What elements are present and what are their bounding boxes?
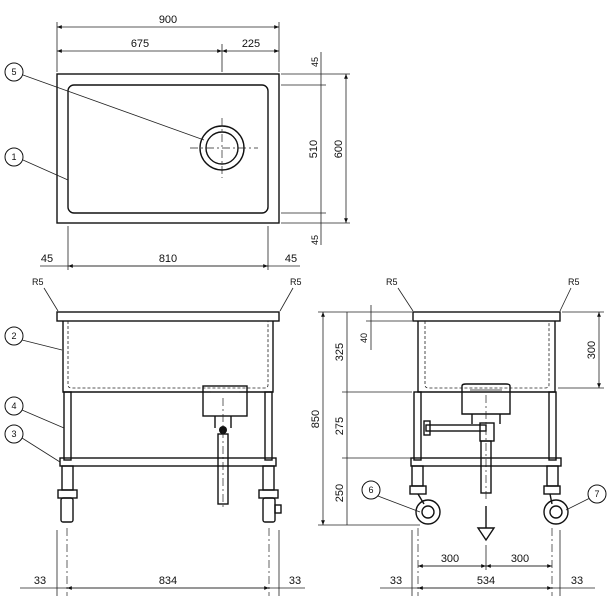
- side-dim-bowl-depth: 300: [586, 341, 598, 359]
- dim-rim-right: 45: [285, 253, 297, 265]
- balloon-brace: 3: [11, 429, 16, 439]
- side-bowl: [417, 321, 556, 393]
- front-leg-right: [264, 391, 273, 461]
- side-dim-right-half: 300: [511, 553, 529, 565]
- dim-inner-width: 810: [159, 253, 177, 265]
- front-brace: [59, 457, 277, 467]
- caster-right-wheel: [543, 499, 569, 525]
- side-view: R5 R5: [310, 277, 607, 596]
- side-dim-total-height: 850: [310, 410, 322, 428]
- balloon-caster-right: 7: [594, 489, 599, 499]
- side-dim-bottom: 250: [334, 484, 346, 502]
- balloon-caster-left: 6: [368, 485, 373, 495]
- front-dim-right: 33: [289, 575, 301, 587]
- dim-drain-to-right: 225: [242, 38, 260, 50]
- dim-inner-depth: 510: [308, 140, 320, 158]
- front-view: R5 R5 33 834 33: [4, 277, 305, 596]
- caster-left-wheel: [415, 499, 441, 525]
- front-drain-trap: [202, 385, 248, 417]
- dim-overall-depth: 600: [333, 140, 345, 158]
- side-dim-bowl: 325: [334, 343, 346, 361]
- balloon-leg: 4: [11, 401, 16, 411]
- front-bowl: [62, 321, 274, 393]
- side-dim-mid: 275: [334, 417, 346, 435]
- dim-left-to-drain: 675: [131, 38, 149, 50]
- side-dim-left-half: 300: [441, 553, 459, 565]
- top-inner-bowl: [67, 84, 269, 214]
- dim-overall-width: 900: [159, 14, 177, 26]
- front-rim: [56, 311, 280, 322]
- dim-rim-top: 45: [310, 57, 320, 67]
- drain-flow-arrow: [476, 527, 496, 542]
- front-dim-left: 33: [34, 575, 46, 587]
- dim-rim-left: 45: [41, 253, 53, 265]
- side-rim: [412, 311, 561, 322]
- top-view: 900 675 225 45 510 45 600 45 810 45 5 1: [4, 14, 350, 270]
- top-outer-rim: [56, 73, 280, 224]
- balloon-bowl: 1: [11, 152, 16, 162]
- side-brace: [410, 457, 562, 467]
- front-radius-left: R5: [32, 277, 44, 287]
- front-radius-right: R5: [290, 277, 302, 287]
- side-dim-span: 534: [477, 575, 495, 587]
- side-radius-left: R5: [386, 277, 398, 287]
- balloon-sink: 2: [11, 331, 16, 341]
- side-radius-right: R5: [568, 277, 580, 287]
- side-dim-rim: 40: [359, 333, 369, 343]
- front-dim-span: 834: [159, 575, 177, 587]
- dim-rim-bottom: 45: [310, 235, 320, 245]
- balloon-drain: 5: [11, 67, 16, 77]
- front-leg-left: [63, 391, 72, 461]
- side-dim-right-offset: 33: [571, 575, 583, 587]
- side-dim-left-offset: 33: [390, 575, 402, 587]
